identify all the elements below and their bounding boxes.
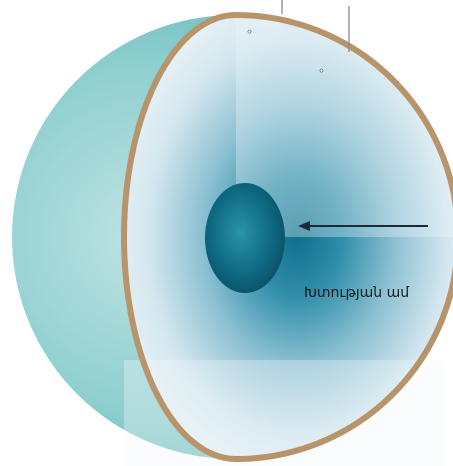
core bbox=[205, 183, 285, 293]
core-label: Խտության ամ bbox=[304, 285, 409, 301]
layer-marker-upper: ◦ bbox=[246, 25, 253, 39]
interior-cut-face bbox=[124, 15, 453, 466]
layer-marker-lower: ◦ bbox=[318, 64, 325, 78]
